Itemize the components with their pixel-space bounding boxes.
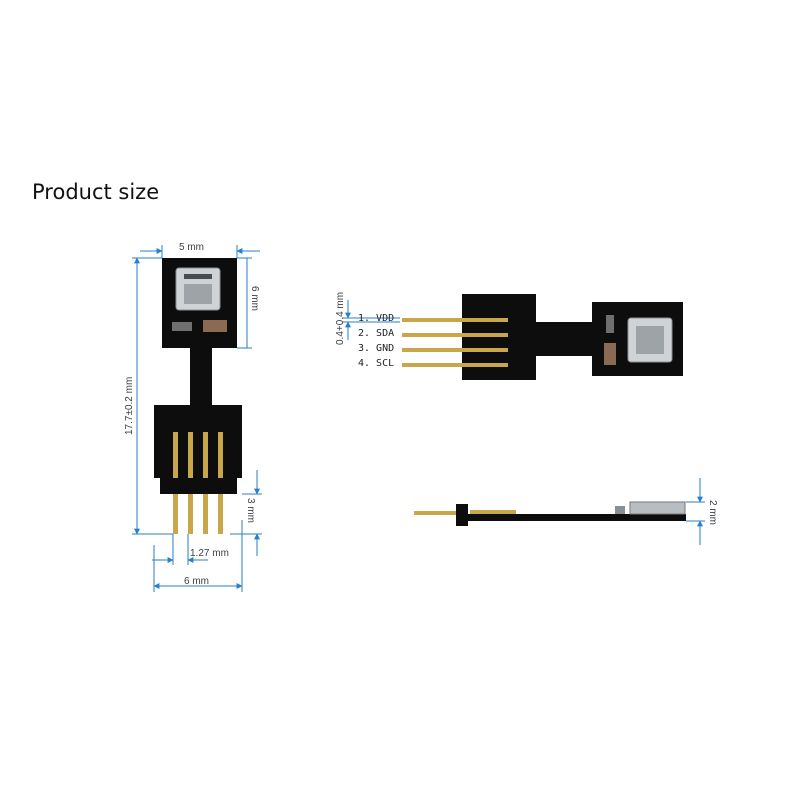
front-pin-length-label: 3 mm bbox=[245, 498, 256, 523]
front-resistor bbox=[172, 322, 192, 331]
pin-labels: 1. VDD 2. SDA 3. GND 4. SCL bbox=[358, 313, 394, 369]
top-pins bbox=[402, 318, 462, 367]
side-board bbox=[468, 514, 686, 521]
top-contacts bbox=[462, 318, 508, 367]
top-resistor bbox=[606, 315, 614, 333]
side-height-label: 2 mm bbox=[707, 500, 718, 525]
side-sensor bbox=[629, 501, 686, 515]
heading: Product size bbox=[32, 180, 160, 204]
side-contact bbox=[470, 510, 516, 514]
side-view: 2 mm bbox=[414, 478, 718, 545]
front-width-bottom-label: 6 mm bbox=[184, 576, 209, 587]
side-pin bbox=[414, 511, 458, 515]
side-connector bbox=[456, 504, 468, 526]
front-contacts bbox=[173, 432, 223, 478]
side-component bbox=[615, 506, 625, 514]
front-pins bbox=[173, 494, 223, 534]
top-view: 0.4+0.4 mm 1. VDD 2. SDA 3. GND 4. SCL bbox=[335, 292, 683, 380]
pin-label-sda: 2. SDA bbox=[358, 328, 394, 339]
front-capacitor bbox=[203, 320, 227, 332]
top-pin-offset-label: 0.4+0.4 mm bbox=[335, 292, 346, 345]
pin-label-gnd: 3. GND bbox=[358, 343, 394, 354]
front-pin-pitch-label: 1.27 mm bbox=[190, 548, 229, 559]
front-total-length-label: 17.7±0.2 mm bbox=[124, 377, 135, 435]
front-sensor-height-label: 6 mm bbox=[249, 286, 260, 311]
top-capacitor bbox=[604, 343, 616, 365]
front-view: 5 mm 6 mm 17.7±0.2 mm 3 mm 1.27 mm 6 mm bbox=[124, 242, 262, 592]
pin-label-vdd: 1. VDD bbox=[358, 313, 394, 324]
front-width-top-label: 5 mm bbox=[179, 242, 204, 253]
pin-label-scl: 4. SCL bbox=[358, 358, 394, 369]
